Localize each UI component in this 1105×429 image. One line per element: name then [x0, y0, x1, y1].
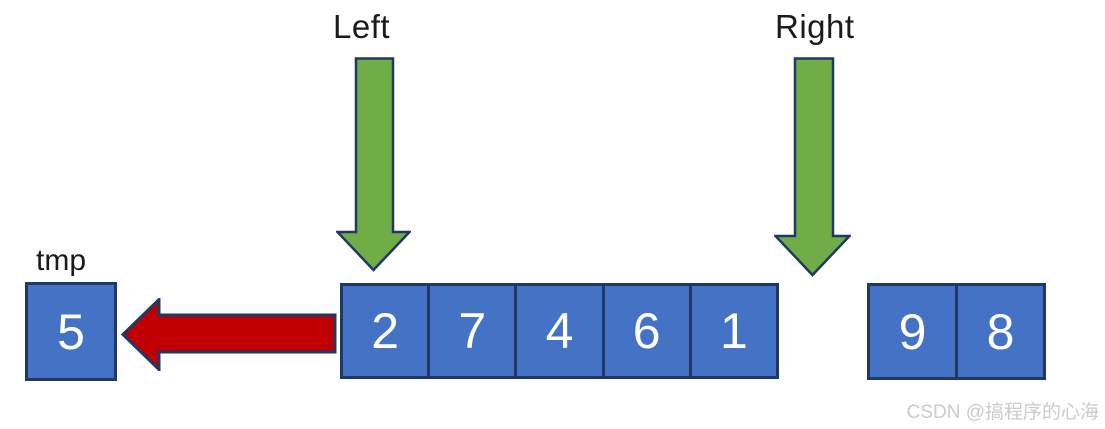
main-array: 2 7 4 6 1: [340, 283, 780, 379]
right-array-cell-0: 9: [867, 283, 958, 380]
tmp-label: tmp: [36, 244, 87, 277]
left-pointer-label: Left: [333, 8, 391, 45]
csdn-watermark: CSDN @搞程序的心海: [906, 402, 1099, 423]
right-pointer-label: Right: [775, 8, 855, 45]
tmp-cell: 5: [25, 282, 117, 381]
main-array-cell-2: 4: [514, 283, 605, 379]
right-array-cell-1: 8: [955, 283, 1046, 380]
main-array-cell-3: 6: [601, 283, 692, 379]
main-array-cell-4: 1: [688, 283, 780, 379]
main-array-cell-1: 7: [427, 283, 518, 379]
right-pointer-down-arrow-icon: [774, 57, 851, 277]
main-array-cell-0: 2: [340, 283, 431, 379]
tmp-box: 5: [25, 282, 117, 381]
move-to-tmp-left-arrow-icon: [121, 298, 337, 371]
right-array: 9 8: [867, 283, 1046, 380]
left-pointer-down-arrow-icon: [336, 57, 411, 272]
